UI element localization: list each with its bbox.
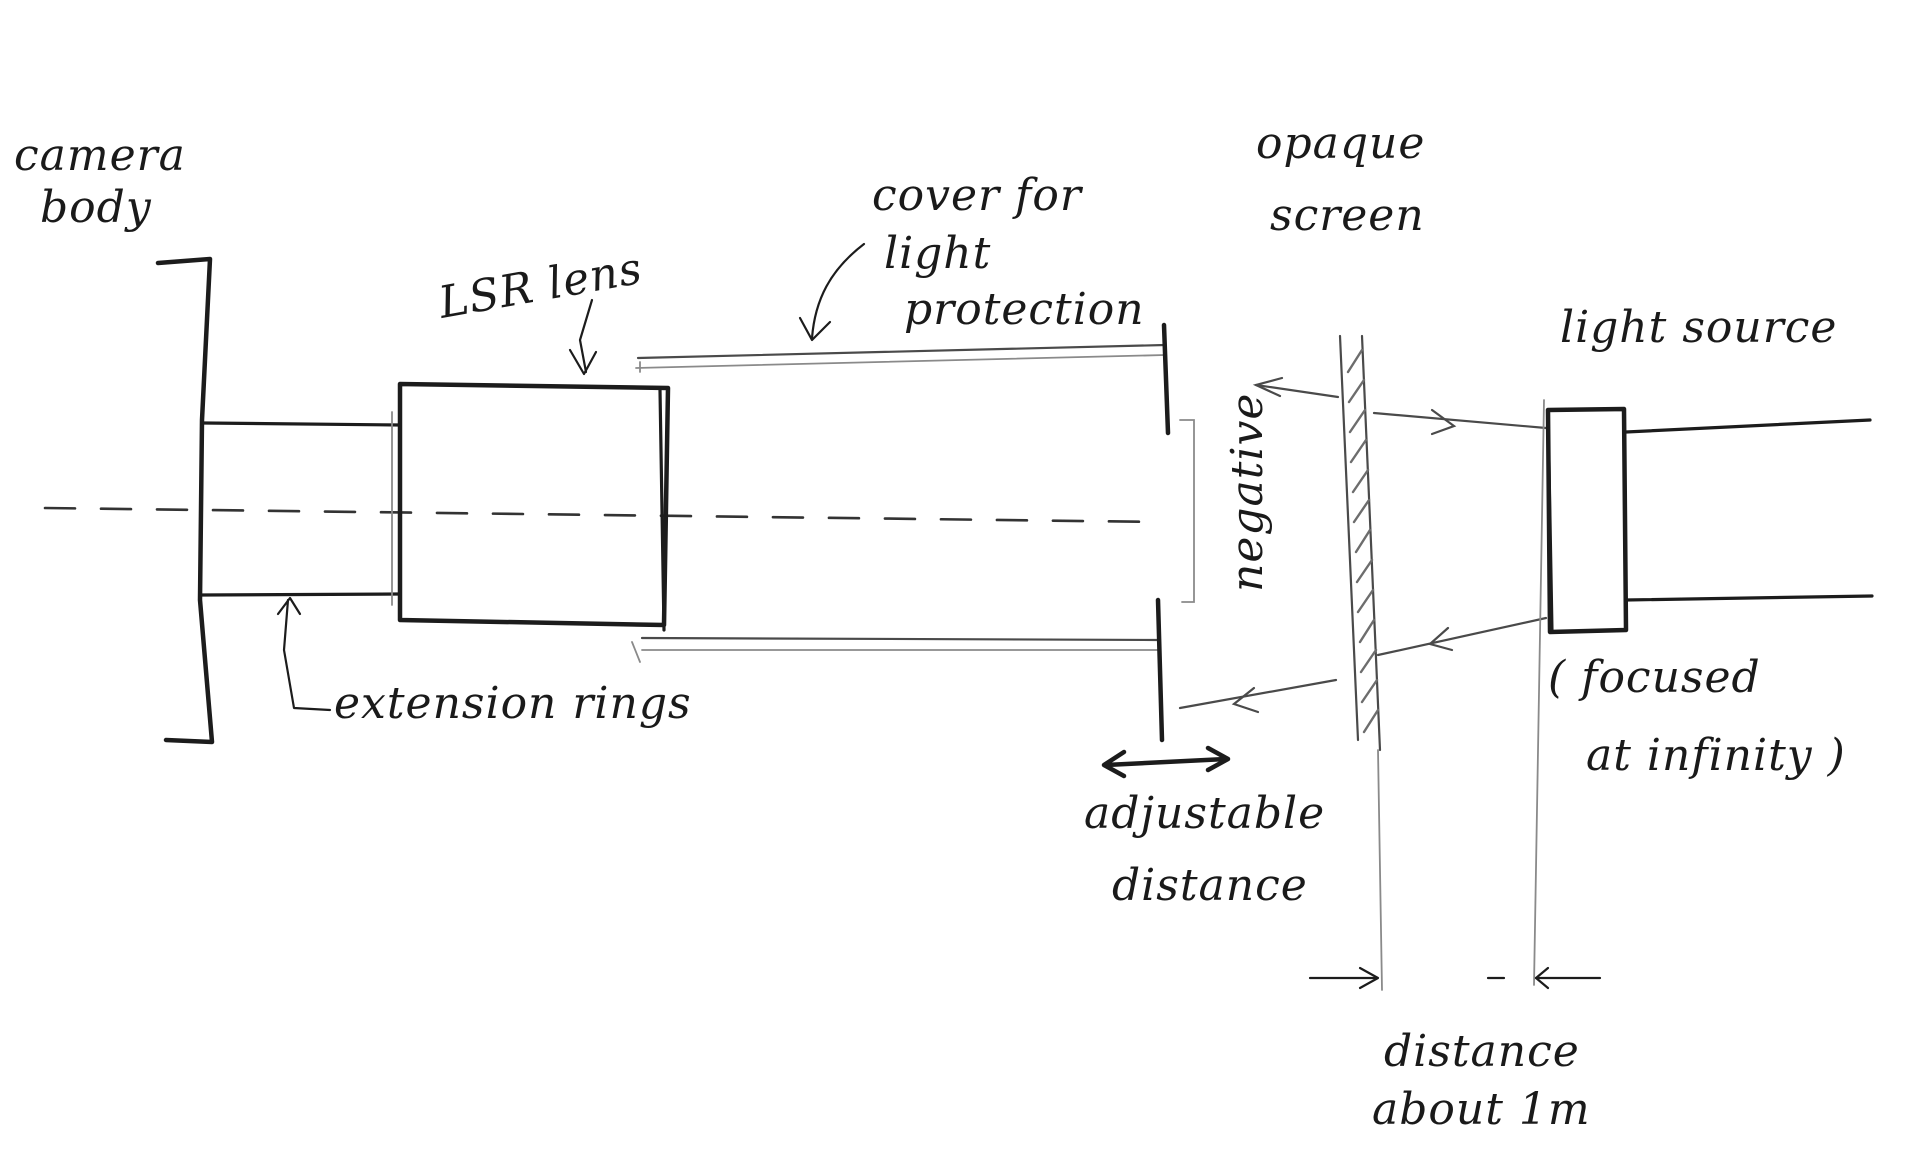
cover-label: cover for light protection <box>872 170 1145 335</box>
extension-rings <box>200 406 402 606</box>
pointer-arrows <box>276 242 866 712</box>
adjustable-distance-label: adjustable distance <box>1084 788 1340 911</box>
optical-axis <box>43 506 1162 524</box>
negative-label: negative <box>1222 393 1273 592</box>
focused-label: ( focused at infinity ) <box>1548 652 1846 781</box>
light-rays <box>1178 376 1548 714</box>
light-source-label: light source <box>1560 302 1837 353</box>
opaque-screen-label: opaque screen <box>1256 118 1440 241</box>
negative-holder <box>1155 322 1195 743</box>
lsr-lens-label: LSR lens <box>434 243 646 329</box>
labels: camera body LSR lens cover for light pro… <box>14 118 1846 1135</box>
camera-body-bracket <box>155 256 215 745</box>
extension-rings-label: extension rings <box>334 678 692 729</box>
light-protection-cover <box>631 343 1167 663</box>
distance-dimension <box>1308 966 1602 990</box>
light-source <box>1533 399 1874 986</box>
opaque-screen <box>1338 334 1383 991</box>
adjustable-distance-arrow <box>1101 745 1231 779</box>
camera-body-label: camera body <box>14 130 201 233</box>
distance-1m-label: distance about 1m <box>1372 1026 1595 1135</box>
lsr-lens <box>397 381 671 632</box>
